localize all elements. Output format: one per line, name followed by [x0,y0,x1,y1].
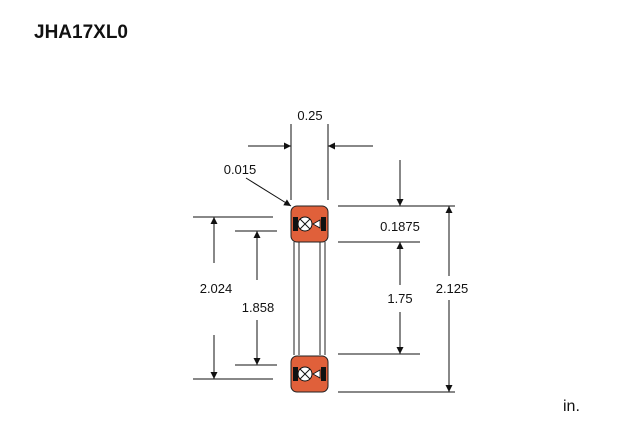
bottom-ring-section [290,355,329,393]
width-dimension-label: 0.25 [297,108,322,123]
unit-label: in. [563,398,580,415]
top-ring-section [290,205,329,243]
bearing-cross-section [293,242,326,355]
corner-radius-label: 0.015 [224,162,257,177]
part-number-title: JHA17XL0 [34,22,128,43]
outer-land-label: 2.024 [200,281,233,296]
bore-label: 1.75 [387,291,412,306]
inner-land-label: 1.858 [242,300,275,315]
section-height-label: 0.1875 [380,219,420,234]
outer-diameter-label: 2.125 [436,281,469,296]
